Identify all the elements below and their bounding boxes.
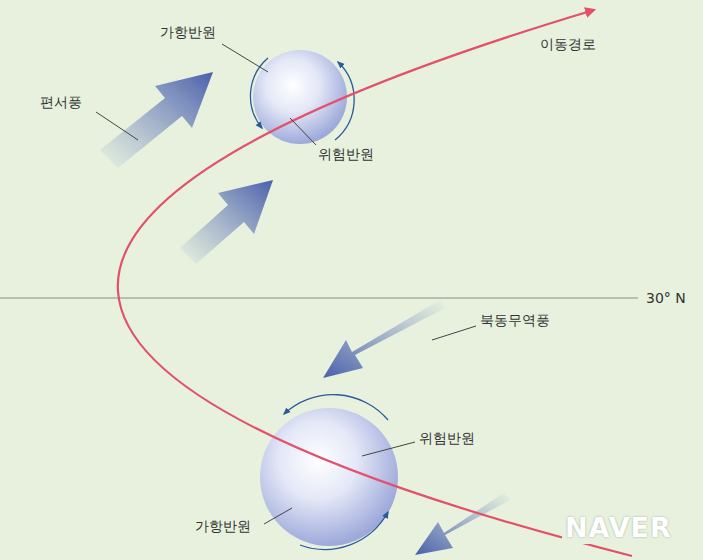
- leader-line: [432, 326, 476, 340]
- rotation-arrow: [250, 58, 268, 128]
- trade-wind-arrow: [415, 492, 510, 555]
- rotation-arrow: [300, 512, 388, 549]
- latitude-label: 30° N: [646, 290, 686, 307]
- watermark: NAVER: [562, 512, 675, 544]
- navigable-semicircle-label: 가항반원: [160, 24, 216, 41]
- westerly-arrow: [100, 72, 213, 168]
- typhoon-circle: [260, 408, 398, 546]
- westerly-arrow: [180, 180, 273, 264]
- westerlies-label: 편서풍: [40, 94, 82, 111]
- leader-line: [264, 508, 292, 524]
- navigable-semicircle-label: 가항반원: [195, 518, 251, 535]
- latitude-line: [0, 298, 638, 299]
- typhoon-circle: [253, 50, 347, 144]
- path-label: 이동경로: [540, 36, 596, 53]
- dangerous-semicircle-label: 위험반원: [318, 146, 374, 163]
- leader-line: [290, 118, 316, 145]
- movement-path: [118, 10, 632, 556]
- rotation-arrow: [284, 395, 388, 420]
- leader-line: [362, 442, 415, 456]
- dangerous-semicircle-label: 위험반원: [419, 430, 475, 447]
- trade-wind-label: 북동무역풍: [480, 312, 550, 329]
- leader-line: [222, 44, 268, 72]
- leader-line: [96, 112, 138, 140]
- trade-wind-arrow: [323, 300, 445, 378]
